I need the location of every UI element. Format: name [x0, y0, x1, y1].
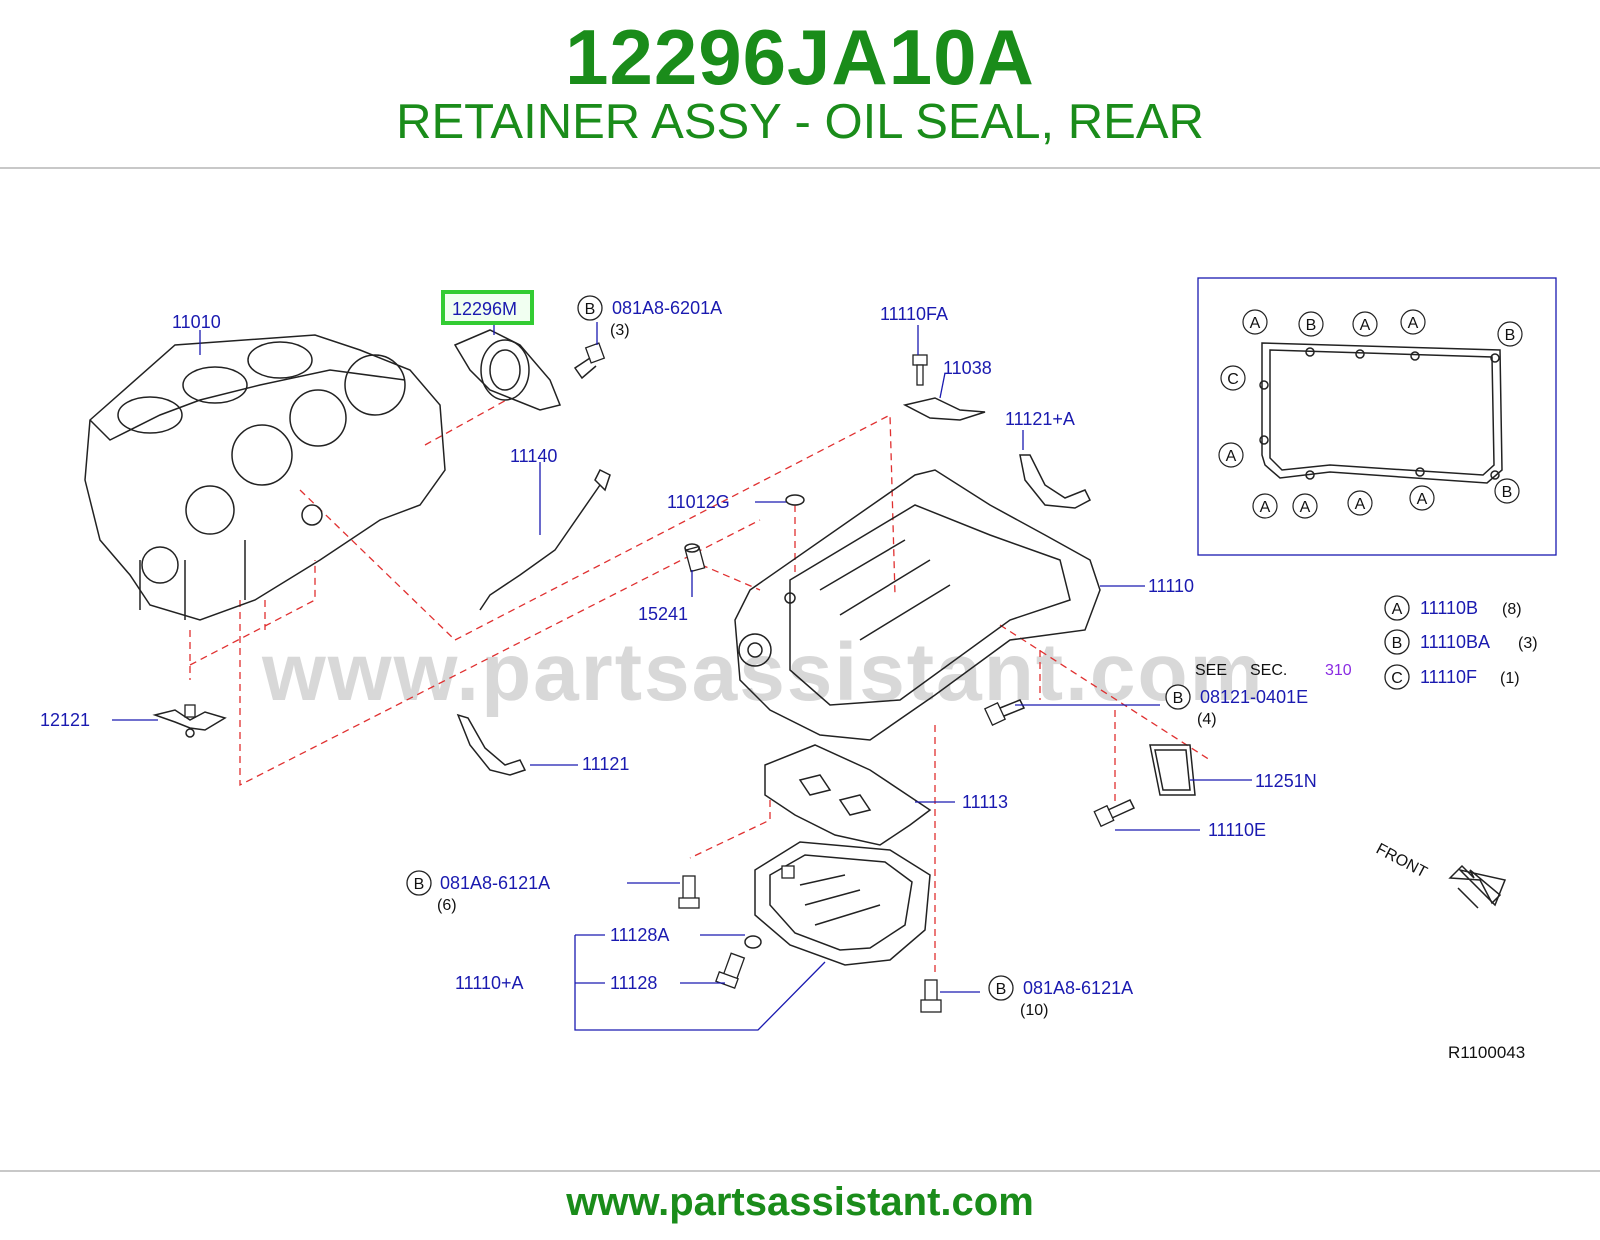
highlight-box	[441, 290, 534, 325]
sensor-12121-drawing	[152, 704, 227, 738]
legend-letter: A	[1392, 601, 1403, 618]
watermark: www.partsassistant.com	[261, 627, 1265, 718]
callout-letter-a: A	[1408, 315, 1419, 332]
legend-part[interactable]: 11110B	[1420, 598, 1478, 618]
header: 12296JA10A RETAINER ASSY - OIL SEAL, REA…	[0, 0, 1600, 168]
callout-letter-a: A	[1260, 499, 1271, 516]
label-11010[interactable]: 11010	[172, 312, 221, 332]
callout-letter-a: A	[1250, 315, 1261, 332]
callout-circle-b	[988, 975, 1014, 1001]
label-12296m[interactable]: 12296M	[452, 299, 517, 319]
part-title: RETAINER ASSY - OIL SEAL, REAR	[396, 95, 1204, 149]
label-11110a[interactable]: 11110+A	[455, 973, 524, 993]
engine-block-drawing	[84, 334, 446, 621]
callout-circle-b	[1165, 684, 1191, 710]
pin-15241-drawing	[684, 543, 706, 573]
header-divider	[0, 167, 1600, 169]
callout-letter-b: B	[1173, 690, 1184, 707]
qty-08121-0401e: (4)	[1197, 711, 1217, 728]
callout-letter-a: A	[1360, 317, 1371, 334]
label-15241[interactable]: 15241	[638, 604, 688, 624]
bracket-11038-drawing	[902, 397, 986, 421]
bolt-11110e-drawing	[1093, 799, 1136, 828]
callout-circle-b	[577, 295, 603, 321]
label-11012g[interactable]: 11012G	[667, 492, 730, 512]
legend: A 11110B (8) B 11110BA (3) C 11110F (1)	[1384, 595, 1538, 690]
label-11128a[interactable]: 11128A	[610, 925, 669, 945]
bolt-081a8-6121a-10-drawing	[920, 979, 942, 1013]
label-11110fa[interactable]: 11110FA	[880, 304, 948, 324]
bolt-08121-0401e-drawing	[983, 699, 1026, 726]
label-11140[interactable]: 11140	[510, 446, 557, 466]
legend-letter: B	[1392, 635, 1403, 652]
drain-plug-11128-drawing	[715, 952, 746, 989]
callout-letter-b: B	[996, 981, 1007, 998]
bolt-081a8-6201a-drawing	[573, 342, 606, 380]
legend-qty: (8)	[1502, 601, 1522, 618]
bolt-11110fa-drawing	[912, 354, 928, 386]
cover-11251n-drawing	[1149, 744, 1196, 796]
legend-part[interactable]: 11110BA	[1420, 632, 1490, 652]
footer-url-link[interactable]: www.partsassistant.com	[566, 1180, 1034, 1224]
label-leaders	[112, 322, 1252, 1031]
callout-letter-b: B	[414, 876, 425, 893]
washer-11128a-drawing	[744, 935, 762, 949]
baffle-11121-drawing	[456, 713, 527, 776]
callout-letter-b: B	[1306, 317, 1317, 334]
lower-oil-pan-drawing	[754, 841, 931, 966]
qty-081a8-6121a-10: (10)	[1020, 1002, 1048, 1019]
label-11121a[interactable]: 11121+A	[1005, 409, 1075, 429]
label-11251n[interactable]: 11251N	[1255, 771, 1317, 791]
sec-text: SEC.	[1250, 662, 1287, 679]
label-11128[interactable]: 11128	[610, 973, 657, 993]
qty-081a8-6201a: (3)	[610, 322, 630, 339]
label-081a8-6121a-6[interactable]: 081A8-6121A	[440, 873, 550, 893]
label-12121[interactable]: 12121	[40, 710, 90, 730]
legend-part[interactable]: 11110F	[1420, 667, 1477, 687]
upper-oil-pan-drawing	[734, 469, 1101, 741]
label-081a8-6121a-10[interactable]: 081A8-6121A	[1023, 978, 1133, 998]
callout-letter-b: B	[1505, 327, 1516, 344]
part-number: 12296JA10A	[565, 13, 1035, 101]
sec-number-link[interactable]: 310	[1325, 662, 1352, 679]
label-11038[interactable]: 11038	[943, 358, 992, 378]
label-11121[interactable]: 11121	[582, 754, 629, 774]
callout-letter-a: A	[1300, 499, 1311, 516]
reference-code: R1100043	[1448, 1043, 1525, 1062]
callout-letter-a: A	[1417, 491, 1428, 508]
bolt-081a8-6121a-6-drawing	[678, 875, 700, 909]
label-081a8-6201a[interactable]: 081A8-6201A	[612, 298, 722, 318]
callout-letter-a: A	[1226, 448, 1237, 465]
baffle-11121a-drawing	[1019, 454, 1091, 509]
gasket-inset-panel: A B A A B C A A A A A B	[1197, 277, 1557, 556]
front-label: FRONT	[1373, 841, 1430, 882]
callout-letter-b: B	[1502, 484, 1513, 501]
footer-divider	[0, 1170, 1600, 1172]
label-11113[interactable]: 11113	[962, 792, 1008, 812]
callout-letter-c: C	[1227, 371, 1239, 388]
callout-letter-b: B	[585, 301, 596, 318]
see-text: SEE	[1195, 662, 1227, 679]
label-08121-0401e[interactable]: 08121-0401E	[1200, 687, 1308, 707]
qty-081a8-6121a-6: (6)	[437, 897, 457, 914]
front-arrow-icon	[1448, 864, 1502, 905]
legend-qty: (1)	[1500, 670, 1520, 687]
front-arrow-icon	[1457, 868, 1507, 909]
legend-letter: C	[1391, 670, 1403, 687]
legend-qty: (3)	[1518, 635, 1538, 652]
dipstick-drawing	[479, 468, 611, 611]
callout-circle-b	[406, 870, 432, 896]
callout-letter-a: A	[1355, 496, 1366, 513]
washer-11012g-drawing	[785, 494, 805, 506]
label-11110[interactable]: 11110	[1148, 576, 1194, 596]
rear-oil-seal-retainer-drawing	[453, 329, 562, 411]
baffle-plate-11113-drawing	[764, 744, 932, 846]
label-11110e[interactable]: 11110E	[1208, 820, 1266, 840]
